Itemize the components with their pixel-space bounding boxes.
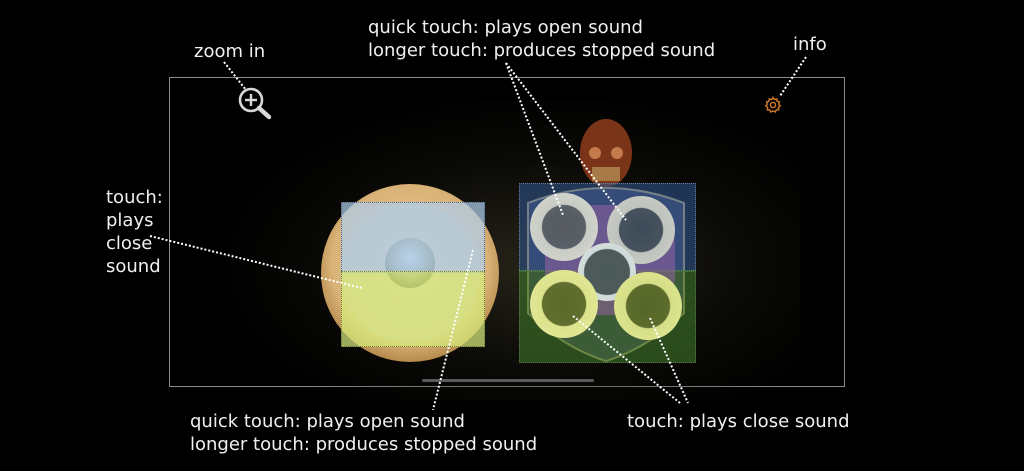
bottom-open-label-line1: quick touch: plays open sound [190,411,465,432]
background-glow [230,100,800,400]
top-open-label-line2: longer touch: produces stopped sound [368,40,716,61]
home-indicator [422,379,594,382]
bottom-close-label: touch: plays close sound [627,411,850,432]
single-gong-open-zone[interactable] [341,202,485,273]
zoom-in-icon[interactable] [236,86,274,122]
top-open-label-line1: quick touch: plays open sound [368,17,643,38]
single-gong-close-zone[interactable] [341,271,485,347]
gear-icon[interactable] [764,96,782,114]
zoom-in-label: zoom in [194,41,266,62]
turtle-gong-lower-left[interactable] [530,270,598,338]
turtle-gong-lower-right[interactable] [614,272,682,340]
bottom-open-label-line2: longer touch: produces stopped sound [190,434,538,455]
info-label: info [793,34,827,55]
left-close-label: touch: plays close sound [106,187,163,277]
